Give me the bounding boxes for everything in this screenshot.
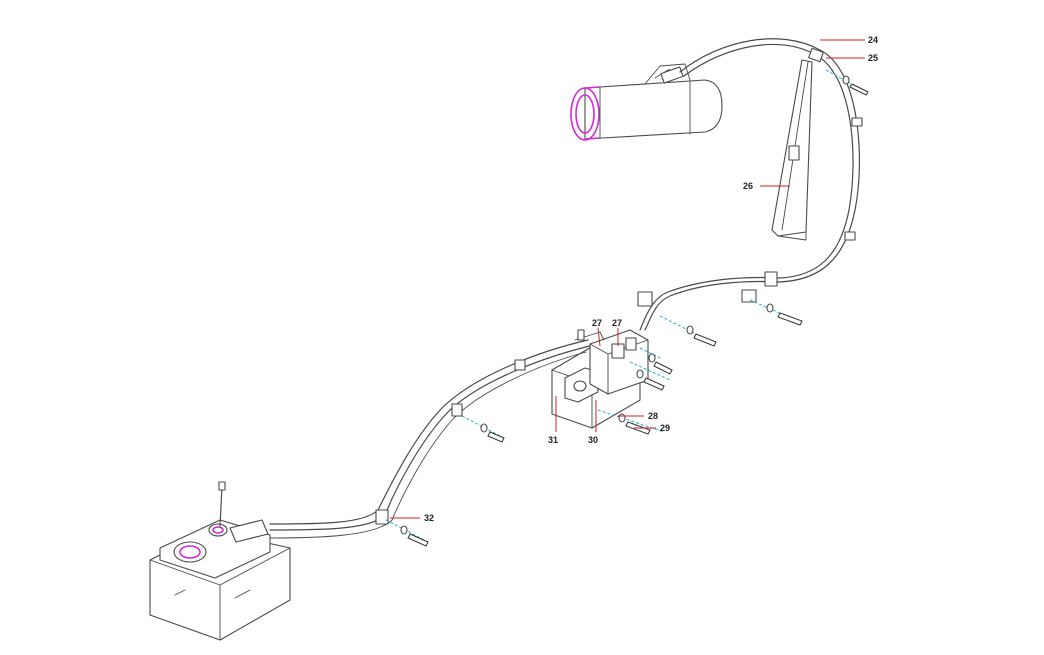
hose-clamp <box>764 271 778 287</box>
muffler <box>570 63 723 141</box>
hose-clamp <box>851 117 863 127</box>
hose-clamp <box>375 509 389 525</box>
label-32: 32 <box>424 513 434 523</box>
fuel-tank <box>149 481 291 641</box>
hose-lower <box>269 339 591 547</box>
label-31: 31 <box>548 435 558 445</box>
label-29: 29 <box>660 423 670 433</box>
label-27-left: 27 <box>592 318 602 328</box>
hose-clamp <box>451 403 463 417</box>
hose-clamp <box>514 359 526 371</box>
label-30: 30 <box>588 435 598 445</box>
hose-clamp <box>844 231 856 241</box>
bolt-25 <box>825 69 869 96</box>
hose-middle <box>637 271 803 347</box>
label-26: 26 <box>743 181 753 191</box>
hose-upper <box>679 38 863 283</box>
hose-clamp <box>741 289 757 303</box>
part-labels: 24 25 26 27 27 28 29 30 31 32 <box>390 35 878 523</box>
label-24: 24 <box>868 35 878 45</box>
label-27-right: 27 <box>612 318 622 328</box>
bracket-26 <box>771 59 813 241</box>
label-25: 25 <box>868 53 878 63</box>
hose-fitting <box>637 291 653 307</box>
label-28: 28 <box>648 411 658 421</box>
